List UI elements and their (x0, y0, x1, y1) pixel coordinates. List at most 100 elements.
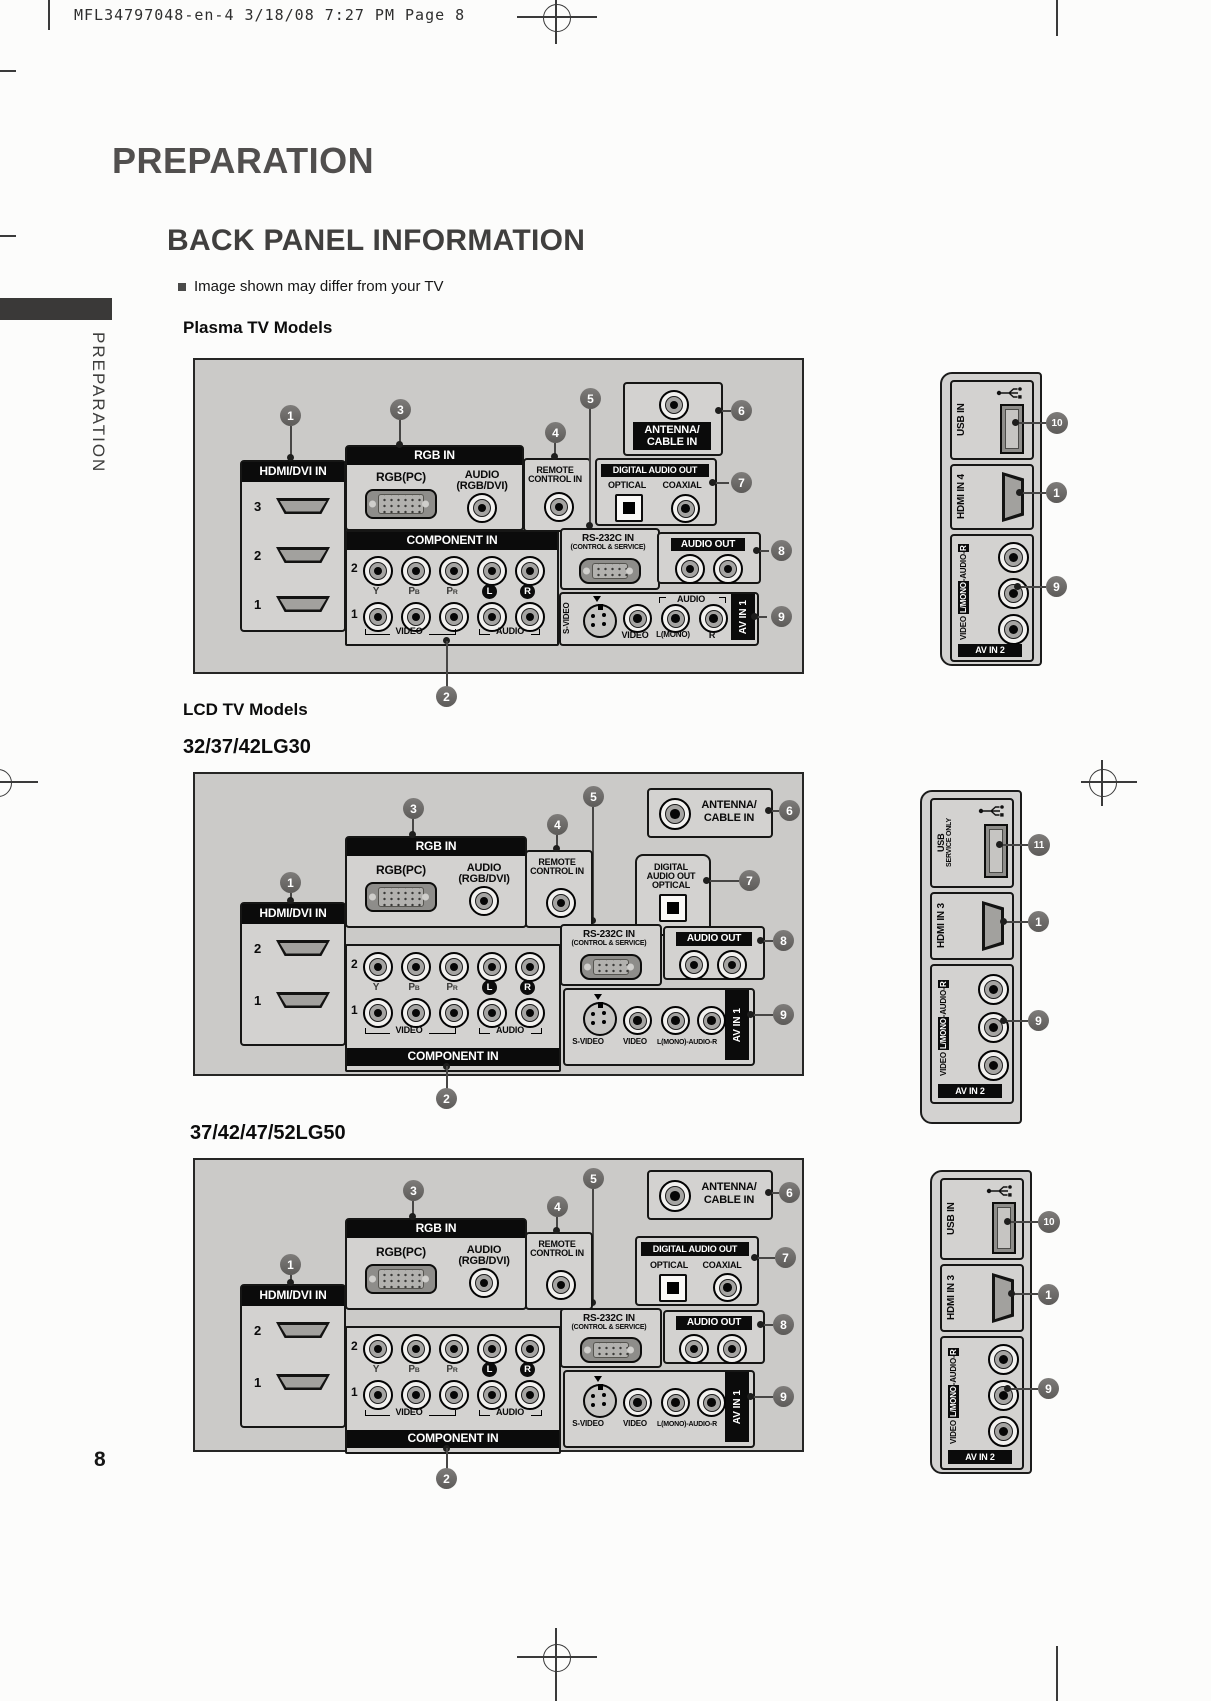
r-badge: R (520, 584, 535, 599)
rgb-in-panel: RGB IN RGB(PC) AUDIO (RGB/DVI) (345, 445, 524, 531)
rgb-dvi-label: (RGB/DVI) (458, 1255, 510, 1267)
component-in-panel: COMPONENT IN 2 Y PB PR L R 1 VIDEO AUDIO (345, 530, 559, 646)
callout-1: 1 (1028, 911, 1049, 932)
pb-label: PB (408, 1364, 420, 1375)
callout-1-dot (287, 1279, 294, 1286)
callout-4-dot (551, 453, 558, 460)
callout-1: 1 (1046, 482, 1067, 503)
hdmi-dvi-in-header: HDMI/DVI IN (242, 1286, 344, 1306)
hdmi-port-number: 1 (254, 597, 262, 612)
component-row-number: 2 (351, 561, 358, 575)
audio-label: AUDIO (464, 469, 500, 481)
rca-jack-icon (998, 542, 1029, 573)
audio-bracket (479, 1410, 490, 1416)
s-video-label: S-VIDEO (562, 602, 571, 634)
remote-control-in-panel: REMOTE CONTROL IN (525, 850, 593, 928)
callout-9-stem (751, 1014, 773, 1016)
component-row-number: 2 (351, 1339, 358, 1353)
hdmi-port-icon (276, 940, 330, 956)
remote-label-line2: CONTROL IN (528, 474, 582, 484)
hdmi-port-icon (276, 498, 330, 514)
video-group-label: VIDEO (395, 626, 423, 636)
callout-9-stem (755, 616, 767, 618)
audio-out-panel: AUDIO OUT (663, 1310, 765, 1364)
heading-lg50: 37/42/47/52LG50 (190, 1122, 346, 1144)
callout-2-dot (443, 637, 450, 644)
callout-6-dot (765, 807, 772, 814)
rca-jack-icon (679, 950, 709, 980)
rca-jack-icon (623, 604, 652, 633)
audio-bracket (659, 597, 666, 603)
audio-bracket (479, 1028, 490, 1034)
rca-jack-icon (515, 602, 545, 632)
callout-3: 3 (403, 1180, 424, 1201)
av-in-1-tag: AV IN 1 (725, 1372, 749, 1442)
rca-jack-icon (469, 1268, 499, 1298)
rca-jack-icon (679, 1334, 709, 1364)
callout-2: 2 (436, 1088, 457, 1109)
optical-label: OPTICAL (651, 880, 691, 890)
rca-jack-icon (515, 998, 545, 1028)
rca-jack-icon (439, 952, 469, 982)
r-badge: R (520, 980, 535, 995)
optical-connector-icon (659, 894, 687, 922)
av-in-2-panel: VIDEO L/MONO-AUDIO-R AV IN 2 (950, 534, 1034, 662)
rs232c-label-line1: RS-232C IN (583, 1313, 635, 1324)
callout-8: 8 (773, 930, 794, 951)
callout-9: 9 (771, 606, 792, 627)
sidebar-vertical-text: PREPARATION (89, 332, 108, 474)
callout-10-dot (1004, 1218, 1011, 1225)
heading-lg30: 32/37/42LG30 (183, 736, 311, 758)
rca-jack-icon (697, 1006, 726, 1035)
rca-jack-icon (363, 556, 393, 586)
digital-audio-out-optical-panel: DIGITAL AUDIO OUT OPTICAL (635, 854, 711, 936)
antenna-label-line2: CABLE IN (646, 436, 698, 448)
callout-4: 4 (547, 1196, 568, 1217)
antenna-label-line1: ANTENNA/ (644, 423, 700, 436)
av-in-1-panel: AV IN 1 S-VIDEO VIDEO L(MONO)-AUDIO-R (563, 988, 755, 1066)
callout-6: 6 (779, 800, 800, 821)
callout-8-stem (761, 1324, 773, 1326)
digital-audio-out-panel: DIGITAL AUDIO OUT OPTICAL COAXIAL (635, 1236, 759, 1306)
rca-jack-icon (699, 604, 728, 633)
vga-connector-icon (365, 1264, 437, 1294)
rca-jack-icon (623, 1388, 652, 1417)
rs232c-label-line2: (CONTROL & SERVICE) (570, 544, 646, 551)
callout-7-stem (713, 482, 729, 484)
antenna-label-line1: ANTENNA/ (701, 1181, 757, 1193)
callout-2: 2 (436, 1468, 457, 1489)
callout-4: 4 (545, 422, 566, 443)
callout-7-dot (703, 877, 710, 884)
component-row-number: 1 (351, 607, 358, 621)
s-video-connector-icon (583, 1384, 617, 1418)
callout-8-stem (757, 550, 769, 552)
rs232c-label-line1: RS-232C IN (582, 533, 634, 544)
audio-group-label: AUDIO (677, 594, 705, 604)
usb-in-label: USB IN (946, 1202, 957, 1236)
video-label: VIDEO (623, 1419, 647, 1428)
rgb-in-panel: RGB IN RGB(PC) AUDIO (RGB/DVI) (345, 836, 527, 928)
video-bracket (429, 629, 456, 635)
audio-out-panel: AUDIO OUT (657, 532, 761, 584)
y-label: Y (372, 586, 380, 597)
video-label: VIDEO (621, 630, 649, 640)
rca-jack-icon (477, 952, 507, 982)
l-mono-label: L(MONO) (656, 630, 690, 639)
usb-icon (986, 1185, 1012, 1197)
rca-jack-icon (401, 556, 431, 586)
pr-label: PR (446, 982, 458, 993)
callout-5: 5 (583, 1168, 604, 1189)
rs232c-label-line1: RS-232C IN (583, 929, 635, 940)
callout-4-dot (553, 845, 560, 852)
rca-jack-icon (988, 1380, 1019, 1411)
video-bracket (365, 1410, 390, 1416)
hdmi-in-4-label: HDMI IN 4 (956, 474, 967, 520)
callout-1: 1 (280, 872, 301, 893)
sidebar-bar (0, 298, 112, 320)
callout-1-dot (1000, 918, 1007, 925)
callout-1-stem (290, 426, 292, 458)
hdmi-dvi-in-header: HDMI/DVI IN (242, 462, 344, 482)
rgb-in-header: RGB IN (347, 838, 525, 856)
hdmi-dvi-in-panel: HDMI/DVI IN 2 1 (240, 1284, 346, 1428)
